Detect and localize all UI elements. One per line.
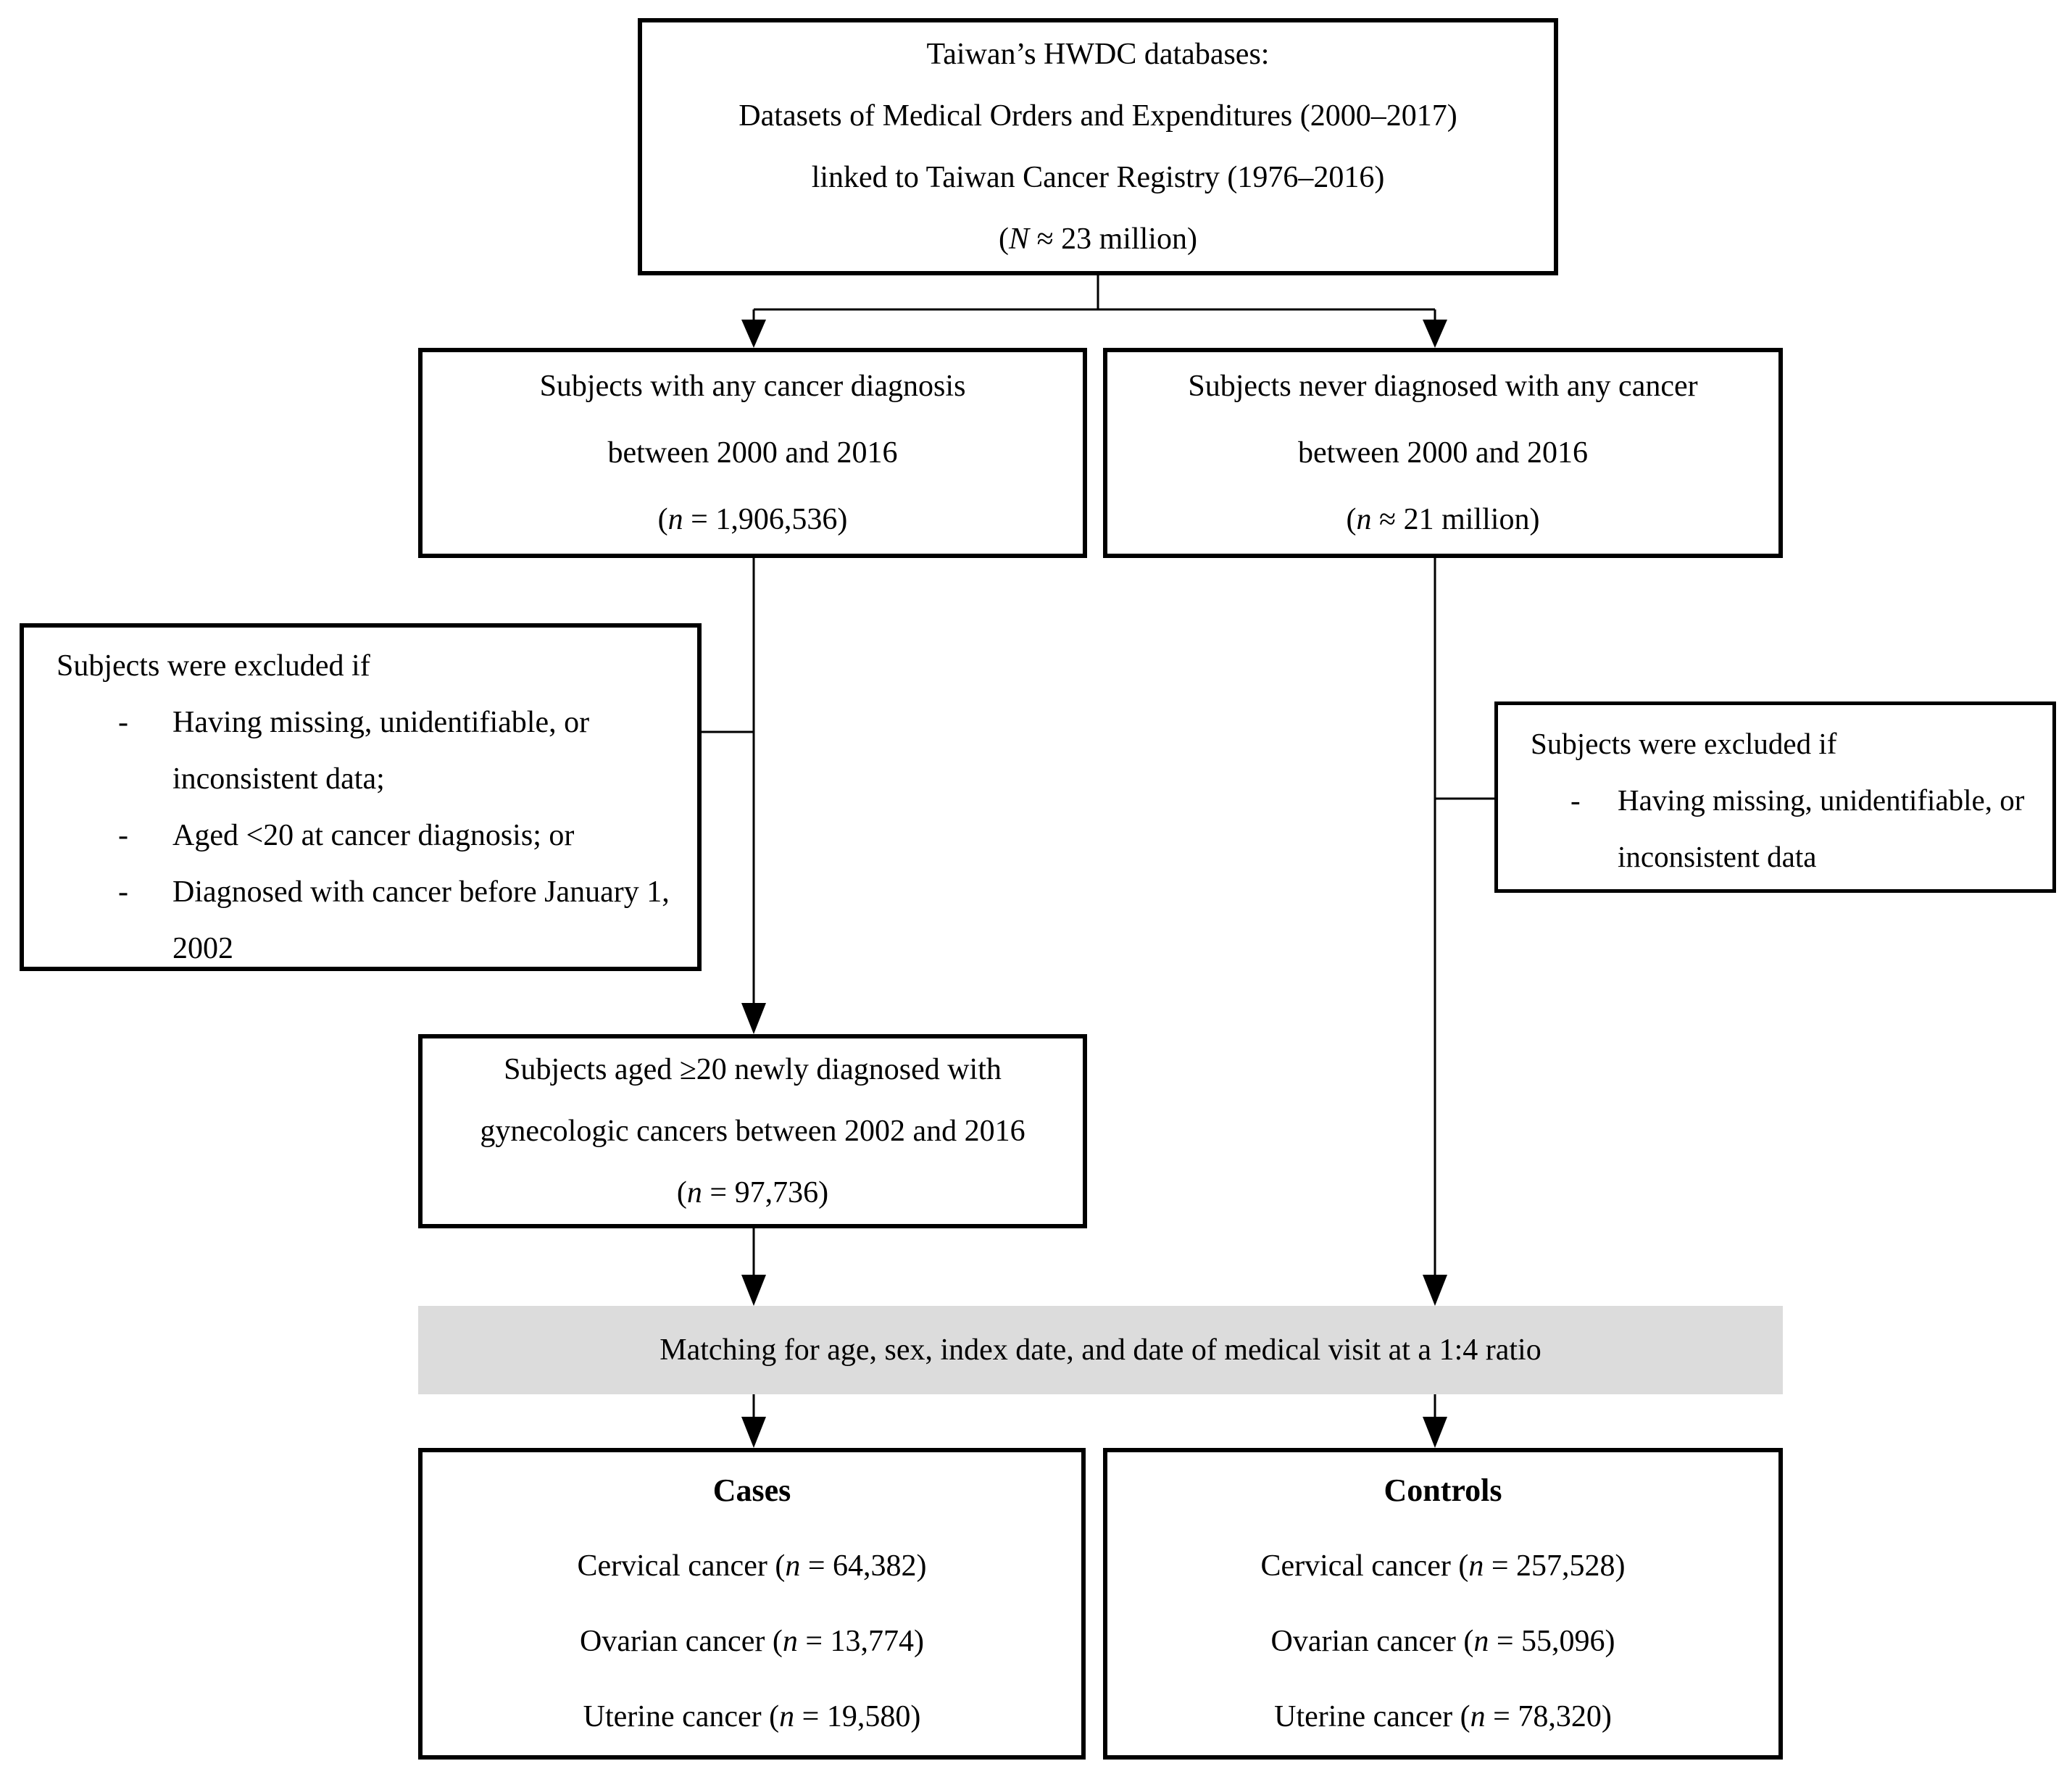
never-diagnosed-line-1: Subjects never diagnosed with any cancer (1188, 370, 1698, 403)
never-diagnosed-line-2: between 2000 and 2016 (1297, 436, 1589, 470)
left-exclusion-title: Subjects were excluded if (57, 649, 370, 683)
controls-box: Controls Cervical cancer (n = 257,528) O… (1103, 1448, 1783, 1760)
left-exclusion-box: Subjects were excluded if - Having missi… (20, 623, 702, 971)
source-database-box: Taiwan’s HWDC databases: Datasets of Med… (638, 18, 1558, 275)
never-diagnosed-box: Subjects never diagnosed with any cancer… (1103, 348, 1783, 558)
controls-ovarian-count: Ovarian cancer (n = 55,096) (1270, 1625, 1615, 1658)
bullet-dash-icon: - (1570, 783, 1581, 817)
cases-uterine-count: Uterine cancer (n = 19,580) (583, 1700, 921, 1733)
right-exclusion-title: Subjects were excluded if (1531, 727, 1837, 760)
matching-bar: Matching for age, sex, index date, and d… (418, 1306, 1783, 1394)
bullet-dash-icon: - (118, 706, 128, 739)
left-exclusion-item-1: - Having missing, unidentifiable, or inc… (57, 694, 683, 807)
arrowhead-eligible-icon (741, 1003, 766, 1034)
left-exclusion-item-2: - Aged <20 at cancer diagnosis; or (57, 807, 683, 864)
source-line-2: Datasets of Medical Orders and Expenditu… (738, 99, 1457, 133)
cases-ovarian-count: Ovarian cancer (n = 13,774) (580, 1625, 924, 1658)
cases-box: Cases Cervical cancer (n = 64,382) Ovari… (418, 1448, 1086, 1760)
source-line-3: linked to Taiwan Cancer Registry (1976–2… (811, 160, 1385, 194)
matching-bar-text: Matching for age, sex, index date, and d… (660, 1333, 1541, 1367)
right-exclusion-item-1: - Having missing, unidentifiable, or inc… (1531, 772, 2038, 885)
arrowhead-controls-icon (1423, 1417, 1447, 1448)
source-line-1: Taiwan’s HWDC databases: (926, 37, 1270, 71)
arrowhead-right-matching-icon (1423, 1275, 1447, 1306)
eligible-count: (n = 97,736) (676, 1175, 829, 1209)
controls-cervical-count: Cervical cancer (n = 257,528) (1260, 1549, 1626, 1583)
arrowhead-left-matching-icon (741, 1275, 766, 1306)
bullet-dash-icon: - (118, 819, 128, 852)
left-exclusion-item-3: - Diagnosed with cancer before January 1… (57, 864, 683, 977)
eligible-line-1: Subjects aged ≥20 newly diagnosed with (504, 1052, 1002, 1086)
eligible-line-2: gynecologic cancers between 2002 and 201… (480, 1114, 1025, 1148)
right-exclusion-box: Subjects were excluded if - Having missi… (1494, 701, 2056, 893)
source-count: (N ≈ 23 million) (999, 222, 1197, 256)
cancer-diagnosis-box: Subjects with any cancer diagnosis betwe… (418, 348, 1087, 558)
cancer-diagnosis-line-2: between 2000 and 2016 (607, 436, 898, 470)
cases-cervical-count: Cervical cancer (n = 64,382) (577, 1549, 927, 1583)
arrowhead-right-branch-icon (1423, 320, 1447, 348)
eligible-subjects-box: Subjects aged ≥20 newly diagnosed with g… (418, 1034, 1087, 1228)
cancer-diagnosis-count: (n = 1,906,536) (657, 503, 848, 536)
arrowhead-cases-icon (741, 1417, 766, 1448)
arrowhead-left-branch-icon (741, 320, 766, 348)
never-diagnosed-count: (n ≈ 21 million) (1346, 503, 1540, 536)
bullet-dash-icon: - (118, 875, 128, 909)
controls-title: Controls (1384, 1473, 1502, 1508)
controls-uterine-count: Uterine cancer (n = 78,320) (1274, 1700, 1612, 1733)
cases-title: Cases (712, 1473, 791, 1508)
cancer-diagnosis-line-1: Subjects with any cancer diagnosis (539, 370, 966, 403)
